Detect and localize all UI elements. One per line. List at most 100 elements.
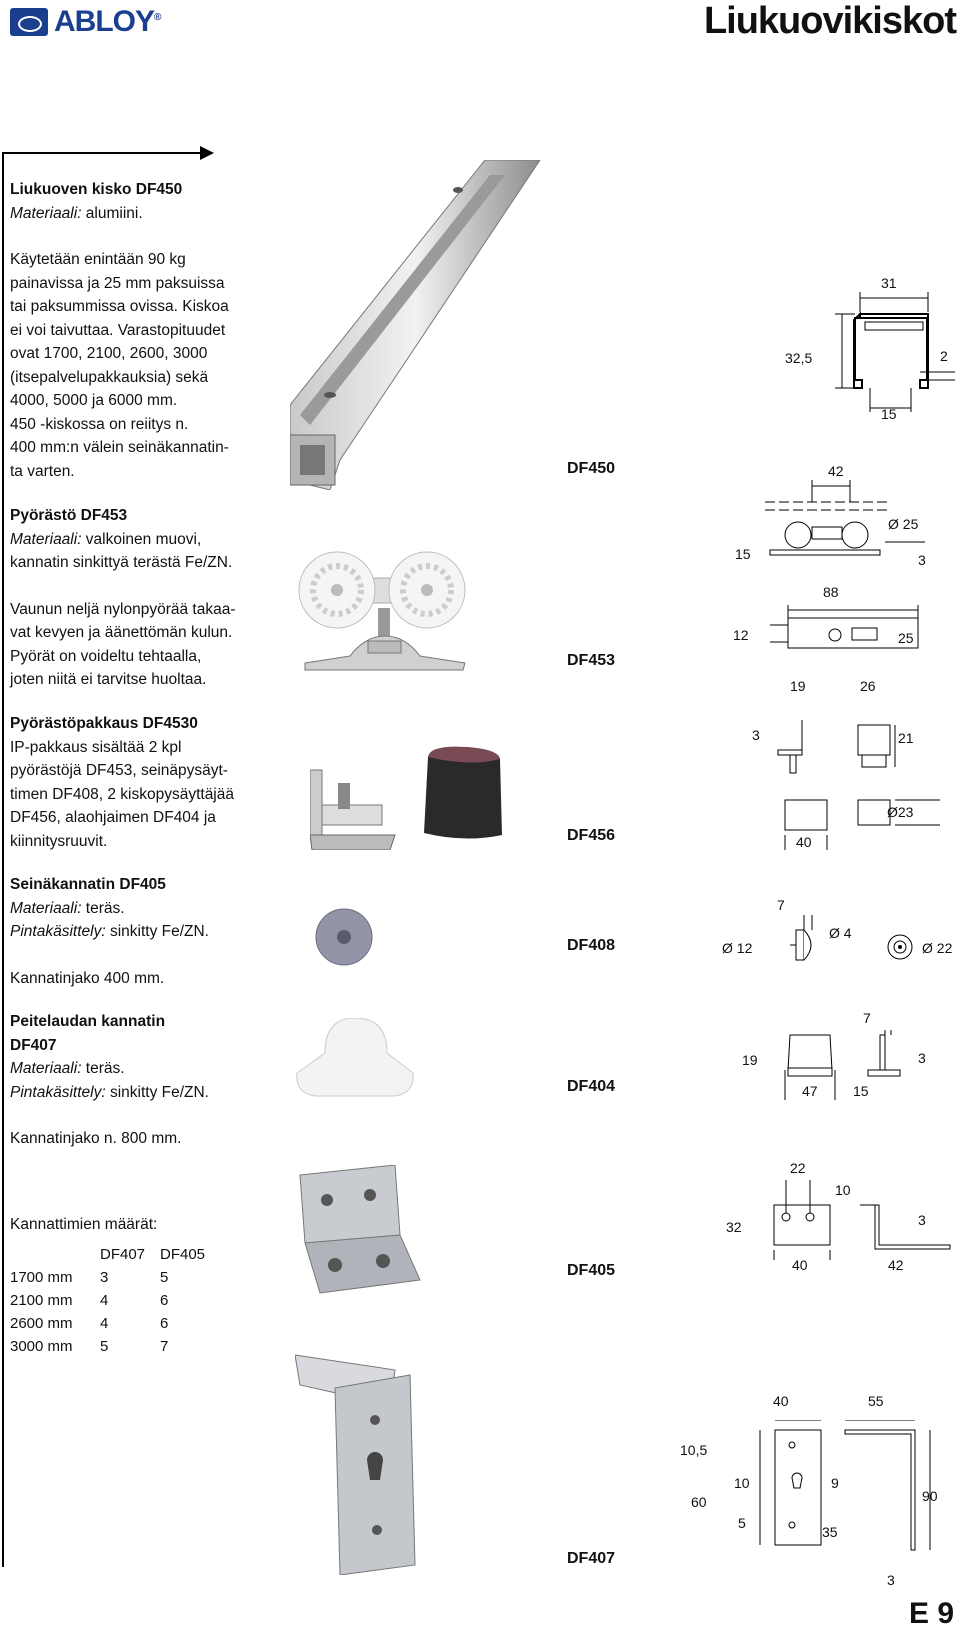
- table-row: 3000 mm 5 7: [10, 1336, 220, 1359]
- dim-label: 26: [860, 678, 876, 694]
- df453-material: Materiaali: valkoinen muovi,: [10, 530, 202, 548]
- dim-label: 7: [863, 1010, 871, 1026]
- df450-profile-drawing: [835, 292, 955, 412]
- left-rule: [2, 152, 4, 1567]
- df405-wall-bracket-image: [299, 1165, 421, 1294]
- model-label-df453: DF453: [567, 652, 616, 669]
- df4530-title: Pyörästöpakkaus DF4530: [10, 715, 198, 732]
- dim-label: 3: [918, 1050, 926, 1066]
- df450-body-9: ta varten.: [10, 462, 75, 480]
- dim-label: 7: [777, 897, 785, 913]
- dim-label: 3: [918, 1212, 926, 1228]
- df4530-description: Pyörästöpakkaus DF4530 IP-pakkaus sisält…: [10, 712, 240, 853]
- dim-label: 40: [773, 1393, 789, 1409]
- dim-label: 40: [792, 1257, 808, 1273]
- df453-top-drawing: [770, 605, 919, 649]
- dim-label: 22: [790, 1160, 806, 1176]
- df450-body-7: 450 -kiskossa on reiitys n.: [10, 415, 189, 433]
- dim-label: 55: [868, 1393, 884, 1409]
- df453-body-2: Pyörät on voideltu tehtaalla,: [10, 647, 202, 665]
- dim-label: 47: [802, 1083, 818, 1099]
- df4530-body-1: pyörästöjä DF453, seinäpysäyt-: [10, 762, 228, 779]
- dim-label: 15: [881, 406, 897, 422]
- dim-label: Ø 12: [722, 940, 753, 956]
- df450-body-5: (itsepalvelupakkauksia) sekä: [10, 368, 209, 386]
- model-label-df407: DF407: [567, 1550, 616, 1567]
- table-row: 2600 mm 4 6: [10, 1313, 220, 1336]
- dim-label: 12: [733, 627, 749, 643]
- quantities-table: DF407 DF405 1700 mm 3 5 2100 mm 4 6 2600…: [10, 1244, 220, 1359]
- df408-drawing: [790, 915, 913, 961]
- df405-drawing: [773, 1180, 951, 1260]
- dim-label: 42: [828, 463, 844, 479]
- abloy-logo-mark-icon: [10, 8, 48, 36]
- df407-cover-bracket-image: [295, 1354, 416, 1575]
- df408-wall-stop-image: [315, 908, 373, 966]
- df405-spacing: Kannatinjako 400 mm.: [10, 969, 165, 987]
- model-label-df456: DF456: [567, 827, 616, 844]
- df450-title: Liukuoven kisko DF450: [10, 181, 183, 198]
- dim-label: 21: [898, 730, 914, 746]
- dim-label: 90: [922, 1488, 938, 1504]
- df407-spacing: Kannatinjako n. 800 mm.: [10, 1130, 182, 1147]
- brand-name: ABLOY®: [54, 5, 161, 38]
- table-cell: 3000 mm: [10, 1337, 73, 1355]
- df405-title: Seinäkannatin DF405: [10, 876, 166, 893]
- dim-label: 10,5: [680, 1442, 708, 1458]
- dim-label: 19: [790, 678, 806, 694]
- df450-body-8: 400 mm:n välein seinäkannatin-: [10, 439, 229, 456]
- df407-description: Peitelaudan kannatin DF407 Materiaali: t…: [10, 1010, 240, 1151]
- dim-label: 3: [887, 1572, 895, 1588]
- df4530-body-2: timen DF408, 2 kiskopysäyttäjää: [10, 785, 234, 803]
- df453-title: Pyörästö DF453: [10, 507, 128, 524]
- df407-title-2: DF407: [10, 1036, 57, 1054]
- df456-rubber-block-image: [424, 746, 502, 839]
- df453-wheel-carriage-image: [298, 551, 466, 671]
- dim-label: 3: [752, 727, 760, 743]
- page-title: Liukuovikiskot: [703, 0, 957, 42]
- df407-title-1: Peitelaudan kannatin: [10, 1013, 166, 1030]
- df450-body-2: tai paksummissa ovissa. Kiskoa: [10, 298, 229, 315]
- df453-description: Pyörästö DF453 Materiaali: valkoinen muo…: [10, 504, 240, 692]
- table-cell: 5: [100, 1337, 109, 1355]
- dim-label: 35: [822, 1524, 838, 1540]
- df450-body-1: painavissa ja 25 mm paksuissa: [10, 274, 225, 292]
- table-header-cell: DF405: [160, 1245, 206, 1263]
- abloy-logo: ABLOY®: [10, 5, 161, 39]
- df453-body-3: joten niitä ei tarvitse huoltaa.: [10, 671, 207, 688]
- quantities-title: Kannattimien määrät:: [10, 1216, 158, 1233]
- df450-body-0: Käytetään enintään 90 kg: [10, 251, 186, 268]
- dim-label: 31: [881, 275, 897, 291]
- table-cell: 2100 mm: [10, 1291, 73, 1309]
- table-cell: 5: [160, 1268, 169, 1286]
- table-cell: 7: [160, 1337, 169, 1355]
- dim-label: 2: [940, 348, 948, 364]
- df407-finish: Pintakäsittely: sinkitty Fe/ZN.: [10, 1083, 209, 1101]
- table-cell: 6: [160, 1314, 169, 1332]
- table-cell: 4: [100, 1314, 109, 1332]
- df407-drawing: [759, 1420, 931, 1551]
- dim-label: 25: [898, 630, 914, 646]
- table-header-cell: DF407: [100, 1245, 146, 1263]
- table-header-cell: [10, 1244, 100, 1267]
- df4530-body-0: IP-pakkaus sisältää 2 kpl: [10, 738, 182, 756]
- table-row: 1700 mm 3 5: [10, 1267, 220, 1290]
- df4530-body-3: DF456, alaohjaimen DF404 ja: [10, 809, 216, 826]
- df450-body-4: ovat 1700, 2100, 2600, 3000: [10, 345, 208, 362]
- dim-label: 15: [735, 546, 751, 562]
- dim-label: 19: [742, 1052, 758, 1068]
- df450-body-6: 4000, 5000 ja 6000 mm.: [10, 392, 178, 409]
- df450-body-3: ei voi taivuttaa. Varastopituudet: [10, 321, 226, 339]
- df407-material: Materiaali: teräs.: [10, 1060, 125, 1077]
- table-cell: 1700 mm: [10, 1268, 73, 1286]
- arrow-icon: [200, 146, 214, 160]
- table-cell: 6: [160, 1291, 169, 1309]
- dim-label: 88: [823, 584, 839, 600]
- df456-rail-stop-image: [310, 769, 396, 850]
- df450-rail-image: [290, 160, 541, 490]
- dim-label: 10: [835, 1182, 851, 1198]
- table-cell: 3: [100, 1268, 109, 1286]
- df405-finish: Pintakäsittely: sinkitty Fe/ZN.: [10, 923, 209, 940]
- dim-label: Ø 25: [888, 516, 919, 532]
- top-rule: [2, 152, 207, 154]
